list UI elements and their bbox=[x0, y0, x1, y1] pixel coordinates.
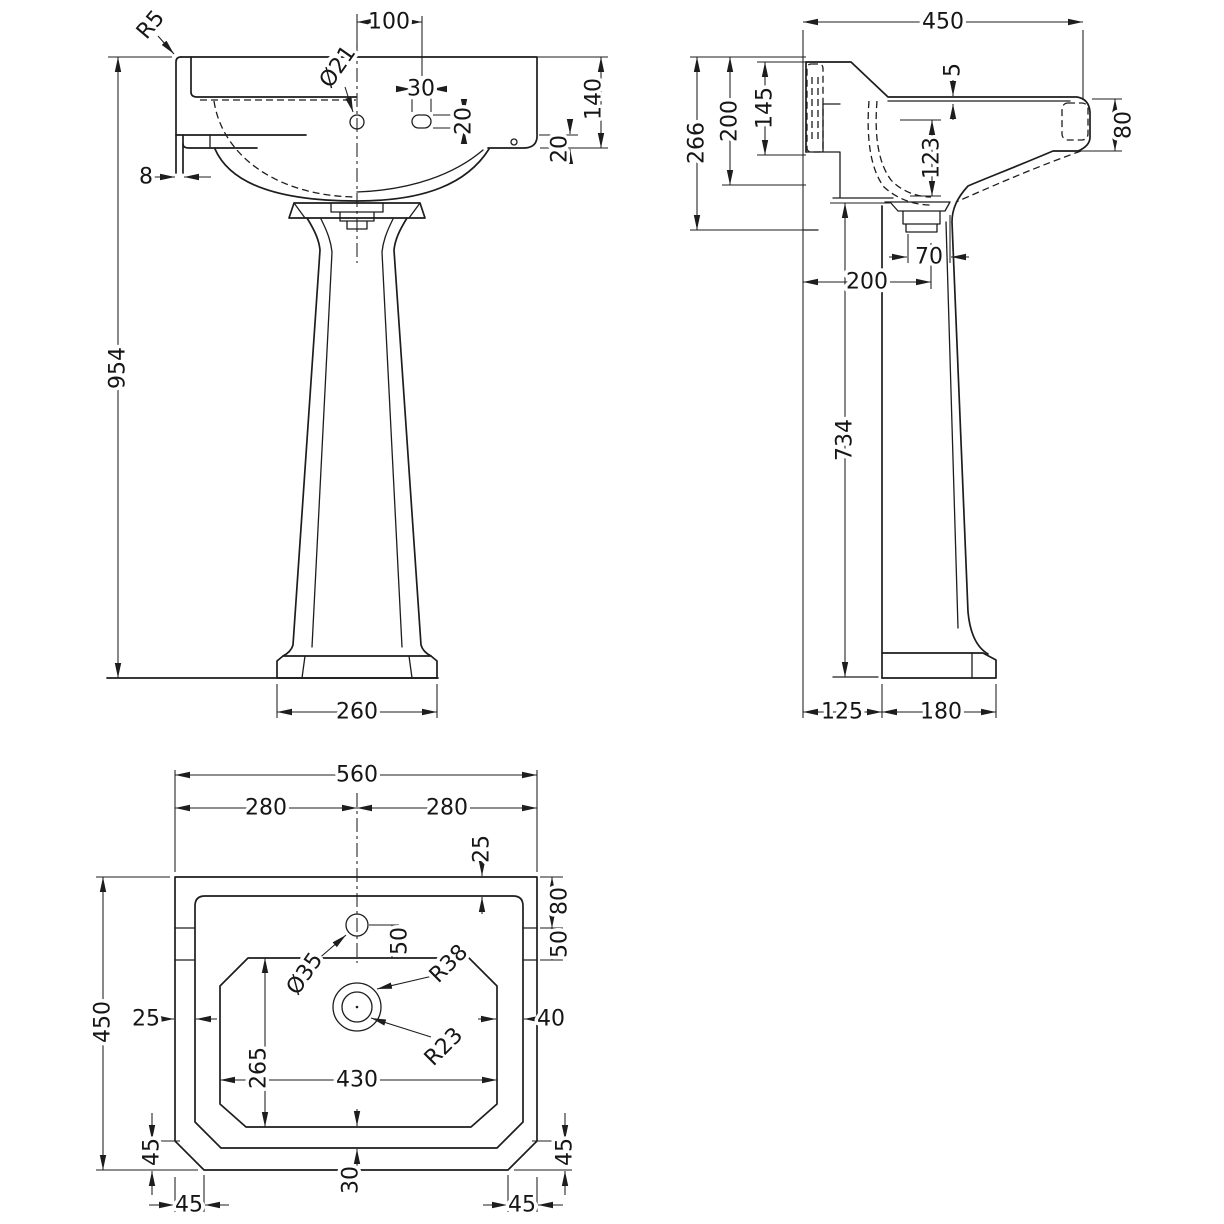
front-r5-leader bbox=[157, 35, 175, 55]
plan-dimension-lines bbox=[96, 770, 572, 1212]
dim-label-front-3: 30 bbox=[407, 77, 435, 102]
dim-label-side-1: 266 bbox=[685, 122, 710, 164]
dim-label-plan-4: 80 bbox=[548, 887, 573, 915]
dim-label-plan-3: 25 bbox=[470, 835, 495, 863]
side-dimension-labels: 450 266 200 145 5 80 123 70 200 734 125 180 bbox=[681, 6, 1140, 728]
dim-label-plan-11: 40 bbox=[537, 1007, 565, 1032]
dim-label-side-11: 180 bbox=[920, 700, 962, 725]
front-dimension-lines bbox=[108, 14, 608, 718]
plan-basin-outline bbox=[174, 876, 538, 1171]
side-dimension-lines bbox=[690, 18, 1122, 718]
dim-label-side-3: 145 bbox=[753, 87, 778, 129]
dim-label-plan-17: 45 bbox=[175, 1193, 203, 1218]
dim-label-plan-19: 45 bbox=[508, 1193, 536, 1218]
side-elevation-view: 450 266 200 145 5 80 123 70 200 734 125 180 bbox=[681, 6, 1140, 728]
dim-label-side-4: 5 bbox=[941, 63, 966, 77]
dim-label-plan-6: 50 bbox=[388, 927, 413, 955]
dim-label-front-6: 140 bbox=[582, 78, 607, 120]
plan-bowl-outline bbox=[219, 957, 498, 1128]
plan-r23-leader bbox=[370, 1017, 432, 1038]
dim-label-front-7: 8 bbox=[139, 165, 153, 190]
dim-label-side-10: 125 bbox=[821, 700, 863, 725]
dim-label-front-2: Ø21 bbox=[315, 41, 361, 92]
plan-waste-outer bbox=[332, 982, 382, 1032]
front-basin-outline bbox=[175, 56, 538, 202]
dim-label-side-0: 450 bbox=[922, 10, 964, 35]
front-bowl-hidden-line bbox=[213, 100, 357, 198]
plan-waste-center bbox=[355, 1005, 359, 1009]
dim-label-front-5: 20 bbox=[548, 135, 573, 163]
dim-label-front-8: 954 bbox=[106, 347, 131, 389]
dim-label-plan-10: 25 bbox=[132, 1007, 160, 1032]
dim-label-plan-16: 45 bbox=[140, 1138, 165, 1166]
front-overflow-slot bbox=[411, 114, 432, 129]
dim-label-side-9: 734 bbox=[833, 419, 858, 461]
dim-label-side-8: 200 bbox=[846, 270, 888, 295]
side-basin-outline bbox=[802, 61, 1091, 655]
plan-waste-inner bbox=[341, 991, 373, 1023]
dim-label-plan-5: 50 bbox=[548, 930, 573, 958]
side-waste-trap bbox=[884, 201, 951, 233]
front-tap-leader bbox=[344, 86, 354, 113]
dim-label-side-2: 200 bbox=[718, 100, 743, 142]
dim-label-side-5: 80 bbox=[1112, 111, 1137, 139]
dim-label-plan-14: 450 bbox=[91, 1001, 116, 1043]
dim-label-plan-18: 45 bbox=[553, 1138, 578, 1166]
side-hidden-detail bbox=[806, 63, 1089, 206]
dim-label-side-6: 123 bbox=[920, 137, 945, 179]
dim-label-plan-2: 280 bbox=[426, 796, 468, 821]
dim-label-side-7: 70 bbox=[915, 245, 943, 270]
dim-label-front-9: 260 bbox=[336, 700, 378, 725]
dim-label-plan-1: 280 bbox=[245, 796, 287, 821]
dim-label-plan-8: R38 bbox=[425, 940, 473, 988]
dim-label-plan-9: R23 bbox=[420, 1023, 468, 1071]
dim-label-front-1: 100 bbox=[368, 10, 410, 35]
plan-tap-leader bbox=[315, 934, 347, 962]
dim-label-plan-15: 30 bbox=[339, 1166, 364, 1194]
dim-label-plan-13: 430 bbox=[336, 1068, 378, 1093]
front-pedestal-outline bbox=[106, 202, 439, 679]
dim-label-front-0: R5 bbox=[132, 6, 170, 45]
plan-r38-leader bbox=[376, 974, 438, 990]
dim-label-plan-12: 265 bbox=[247, 1047, 272, 1089]
dim-label-front-4: 20 bbox=[452, 107, 477, 135]
front-chain-hole bbox=[510, 138, 518, 146]
dim-label-plan-0: 560 bbox=[336, 763, 378, 788]
